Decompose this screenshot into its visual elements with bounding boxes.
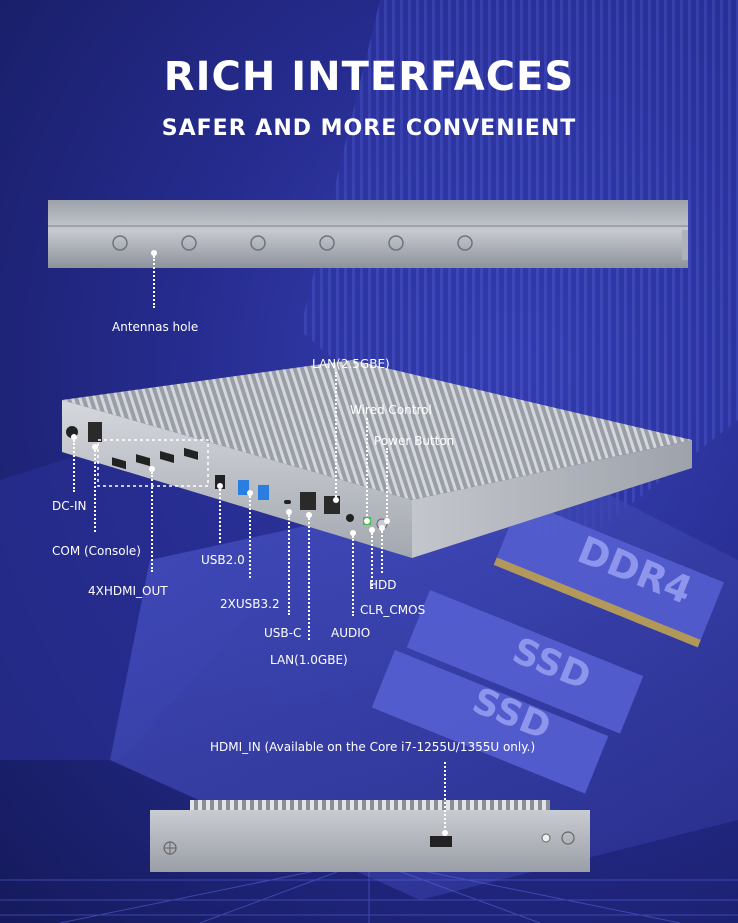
label-hdmi-in: HDMI_IN (Available on the Core i7-1255U/… [210, 740, 536, 754]
usb2-port-icon [215, 475, 225, 489]
screw-icon [561, 831, 575, 845]
hdmi-port-icon [136, 454, 150, 467]
label-audio: AUDIO [331, 626, 371, 640]
label-2xusb3-2: 2XUSB3.2 [220, 597, 280, 611]
label-4xhdmi-out: 4XHDMI_OUT [88, 584, 168, 598]
hdmi-port-icon [184, 447, 198, 460]
hdmi-port-icon [160, 450, 174, 463]
antenna-hole-icon [181, 235, 197, 251]
usb3-port-icon [258, 485, 269, 500]
label-wired-control: Wired Control [350, 403, 432, 417]
label-lan-2-5gbe: LAN(2.5GBE) [312, 357, 390, 371]
audio-port-icon [346, 514, 354, 522]
com-port-icon [88, 422, 102, 442]
label-antennas-hole: Antennas hole [112, 320, 199, 334]
antenna-hole-icon [388, 235, 404, 251]
hdmi-group-outline [97, 439, 209, 487]
page-title: RICH INTERFACES [163, 54, 575, 100]
page-subtitle: SAFER AND MORE CONVENIENT [161, 116, 577, 141]
label-usb2: USB2.0 [201, 553, 245, 567]
hdmi-port-icon [112, 457, 126, 470]
label-com: COM (Console) [52, 544, 141, 558]
usb-c-port-icon [284, 500, 291, 504]
device-front-io [62, 360, 692, 558]
hdmi-in-port-icon [430, 836, 452, 847]
antenna-panel [48, 200, 688, 268]
label-clr-cmos: CLR_CMOS [360, 603, 426, 617]
label-lan-1-0gbe: LAN(1.0GBE) [270, 653, 348, 667]
label-power-button: Power Button [374, 434, 455, 448]
antenna-hole-icon [457, 235, 473, 251]
antenna-hole-icon [319, 235, 335, 251]
usb3-port-icon [238, 480, 249, 495]
lan-1g-port-icon [300, 492, 316, 510]
screw-icon [541, 833, 551, 843]
antenna-hole-icon [250, 235, 266, 251]
label-dc-in: DC-IN [52, 499, 87, 513]
antenna-hole-icon [112, 235, 128, 251]
label-hdd: HDD [369, 578, 397, 592]
label-usb-c: USB-C [264, 626, 302, 640]
hdmi-in-panel [150, 800, 590, 872]
